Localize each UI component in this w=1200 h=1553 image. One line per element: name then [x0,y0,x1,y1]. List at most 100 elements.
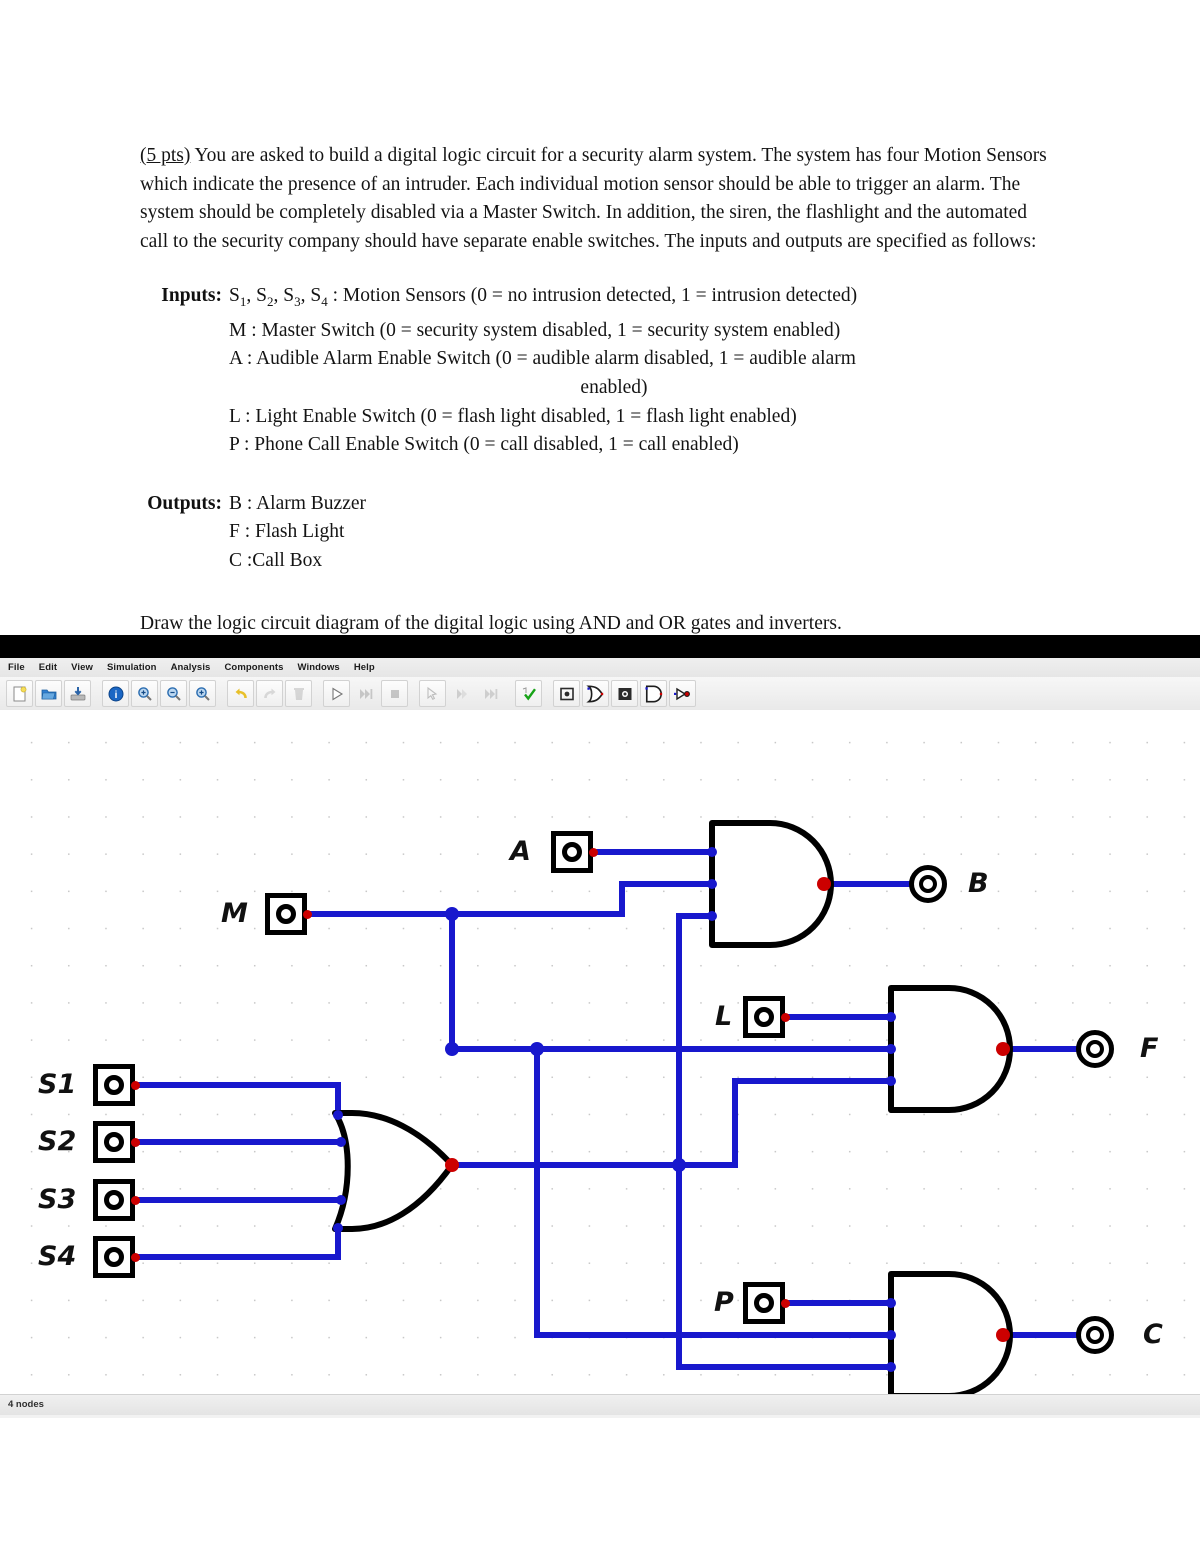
redo-icon[interactable] [256,680,283,707]
step-end-icon[interactable] [477,680,504,707]
input-terminal-s2 [131,1138,140,1147]
circuit-canvas[interactable]: A M S1 S2 S3 S4 L P [0,710,1200,1394]
menu-item-components[interactable]: Components [224,662,284,673]
new-file-icon[interactable] [6,680,33,707]
and-gate-f [888,985,1013,1113]
input-switch-s4[interactable] [93,1236,135,1278]
info-icon[interactable]: i [102,680,129,707]
logic-simulator-window: File Edit View Simulation Analysis Compo… [0,658,1200,1418]
document-body: (5 pts) You are asked to build a digital… [140,142,1050,638]
inputs-section: Inputs: S1, S2, S3, S4 : Motion Sensors … [140,282,1050,459]
input-line-audible: A : Audible Alarm Enable Switch (0 = aud… [229,348,856,370]
or-gate-s1-s4 [332,1110,455,1232]
wire-or-to-and-c [676,1162,894,1370]
outputs-section: Outputs: B : Alarm Buzzer F : Flash Ligh… [140,490,1050,576]
input-switch-p[interactable] [743,1282,785,1324]
zoom-in-icon[interactable] [131,680,158,707]
zoom-fit-icon[interactable] [189,680,216,707]
menu-item-windows[interactable]: Windows [297,662,340,673]
problem-statement: (5 pts) You are asked to build a digital… [140,145,1047,252]
menu-item-analysis[interactable]: Analysis [170,662,211,673]
pin-component-icon[interactable] [553,680,580,707]
input-line-sensors: S1, S2, S3, S4 : Motion Sensors (0 = no … [229,285,858,310]
input-terminal-m [303,910,312,919]
wire-m-trunk [449,911,540,1338]
points-label: (5 pts) [140,145,191,166]
check-icon[interactable] [515,680,542,707]
input-terminal-p [781,1299,790,1308]
wire-or-to-and-f [676,1078,894,1168]
menu-bar: File Edit View Simulation Analysis Compo… [0,658,1200,677]
outputs-label: Outputs: [147,492,222,514]
input-label-p: P [714,1287,734,1318]
input-label-s3: S3 [38,1184,77,1215]
open-folder-icon[interactable] [35,680,62,707]
delete-icon[interactable] [285,680,312,707]
menu-item-help[interactable]: Help [353,662,375,673]
separator-band [0,635,1200,658]
select-tool-icon[interactable] [419,680,446,707]
input-label-a: A [510,836,531,867]
status-node-count: 4 nodes [8,1399,44,1410]
undo-icon[interactable] [227,680,254,707]
save-icon[interactable] [64,680,91,707]
input-switch-s3[interactable] [93,1179,135,1221]
wire-layer [135,820,1083,1394]
output-probe-b[interactable] [909,865,947,903]
input-terminal-s3 [131,1196,140,1205]
menu-item-simulation[interactable]: Simulation [107,662,157,673]
and-gate-c [888,1271,1013,1394]
zoom-out-icon[interactable] [160,680,187,707]
wire-m-to-and-b [307,881,715,917]
output-label-c: C [1143,1319,1163,1350]
instruction-line: Draw the logic circuit diagram of the di… [140,612,842,634]
and-gate-b [709,820,834,948]
menu-item-edit[interactable]: Edit [38,662,58,673]
svg-text:i: i [114,690,117,701]
stop-icon[interactable] [381,680,408,707]
input-terminal-a [589,848,598,857]
input-switch-s2[interactable] [93,1121,135,1163]
inputs-list: S1, S2, S3, S4 : Motion Sensors (0 = no … [229,282,999,459]
status-bar: 4 nodes [0,1394,1200,1415]
gate-input-pins [333,847,896,1372]
input-label-m: M [221,898,248,929]
input-line-light: L : Light Enable Switch (0 = flash light… [229,405,797,427]
menu-item-file[interactable]: File [8,662,25,673]
output-line-flash: F : Flash Light [229,521,345,543]
output-line-buzzer: B : Alarm Buzzer [229,492,367,514]
outputs-list: B : Alarm Buzzer F : Flash Light C :Call… [229,490,366,576]
tool-bar: i [0,677,1200,711]
wire-s1-bend [135,1082,341,1118]
output-probe-f[interactable] [1076,1030,1114,1068]
node-icon[interactable] [611,680,638,707]
input-label-l: L [715,1001,733,1032]
input-switch-m[interactable] [265,893,307,935]
gate-output-terminals [445,877,1010,1342]
input-label-s1: S1 [38,1069,77,1100]
output-line-call: C :Call Box [229,550,323,572]
output-label-b: B [968,868,989,899]
menu-item-view[interactable]: View [71,662,93,673]
output-probe-c[interactable] [1076,1316,1114,1354]
step-half-icon[interactable] [448,680,475,707]
wire-s4-bend [135,1225,341,1260]
input-line-master: M : Master Switch (0 = security system d… [229,319,841,341]
input-terminal-l [781,1013,790,1022]
or-gate-icon[interactable] [582,680,609,707]
input-line-audible-cont: enabled) [580,377,648,399]
input-switch-s1[interactable] [93,1064,135,1106]
input-label-s4: S4 [38,1241,77,1272]
input-terminal-s1 [131,1081,140,1090]
output-label-f: F [1140,1033,1159,1064]
play-icon[interactable] [323,680,350,707]
inverter-icon[interactable] [669,680,696,707]
inputs-label: Inputs: [161,285,222,307]
input-terminal-s4 [131,1253,140,1262]
input-line-phone: P : Phone Call Enable Switch (0 = call d… [229,434,739,456]
input-switch-a[interactable] [551,831,593,873]
and-gate-icon[interactable] [640,680,667,707]
step-forward-icon[interactable] [352,680,379,707]
input-switch-l[interactable] [743,996,785,1038]
